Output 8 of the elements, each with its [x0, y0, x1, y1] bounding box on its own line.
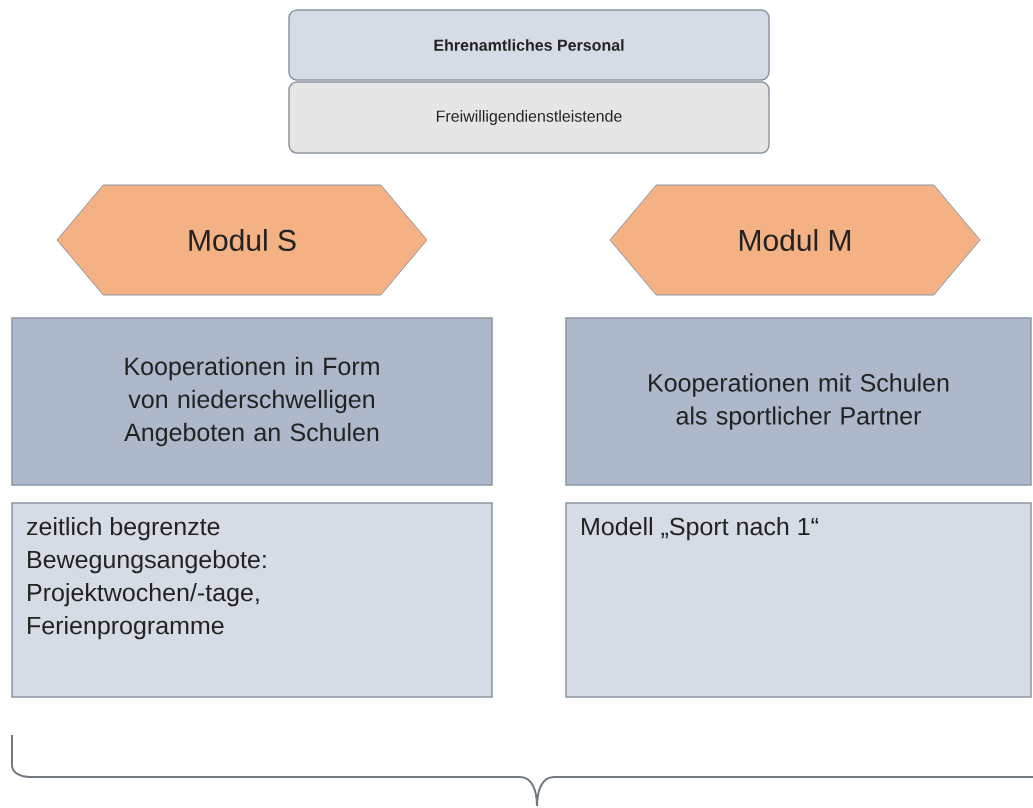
subheader-box: Freiwilligendienstleistende — [288, 81, 770, 154]
description-box: Kooperationen in Form von niederschwelligen Angeboten an Schulen — [11, 317, 493, 486]
detail-box: zeitlich begrenzte Bewegungsangebote: Projektwochen/-tage, Ferienprogramme — [11, 502, 493, 698]
hexagon-label: Modul M — [609, 184, 981, 296]
detail-box: Modell „Sport nach 1“ — [565, 502, 1032, 698]
header-box: Ehrenamtliches Personal — [288, 9, 770, 81]
description-box: Kooperationen mit Schulen als sportlicher Partner — [565, 317, 1032, 486]
hexagon-label: Modul S — [56, 184, 428, 296]
